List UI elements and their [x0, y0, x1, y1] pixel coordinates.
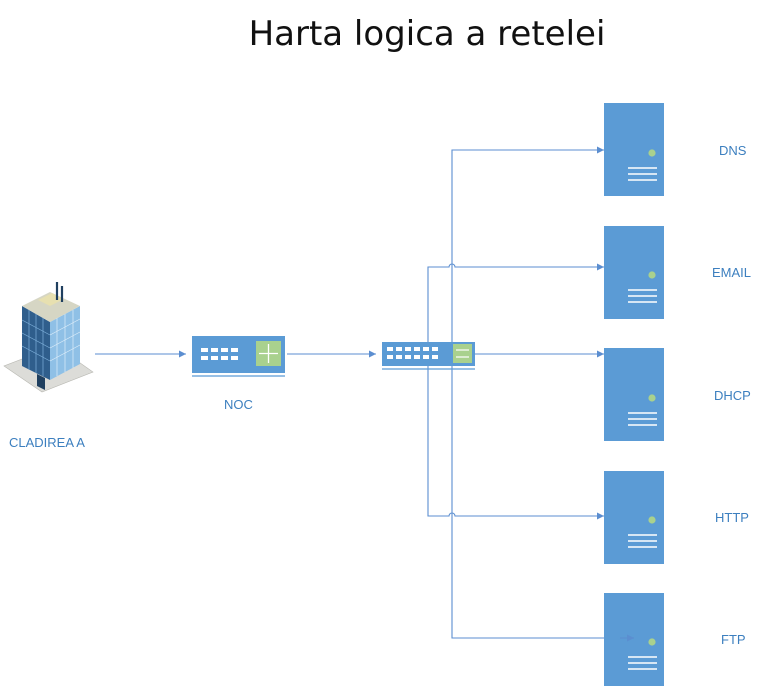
- server-label-dns: DNS: [719, 143, 747, 158]
- network-switch-icon: [382, 342, 475, 370]
- server-http-icon: [604, 471, 664, 564]
- link-switch-http: [427, 358, 604, 520]
- office-building-icon: [3, 282, 94, 393]
- diagram-title: Harta logica a retelei: [248, 14, 606, 54]
- link-switch-email: [427, 263, 604, 358]
- router-icon: [192, 336, 285, 377]
- server-email-icon: [604, 226, 664, 319]
- connectors: [95, 146, 634, 642]
- server-dhcp-icon: [604, 348, 664, 441]
- noc-label: NOC: [224, 397, 253, 412]
- link-switch-ftp: [451, 366, 634, 642]
- server-label-http: HTTP: [715, 510, 749, 525]
- link-switch-dns: [451, 146, 604, 342]
- building-label: CLADIREA A: [9, 435, 85, 450]
- server-ftp-icon: [604, 593, 664, 686]
- server-dns-icon: [604, 103, 664, 196]
- server-label-email: EMAIL: [712, 265, 752, 280]
- server-label-ftp: FTP: [721, 632, 746, 647]
- server-label-dhcp: DHCP: [714, 388, 751, 403]
